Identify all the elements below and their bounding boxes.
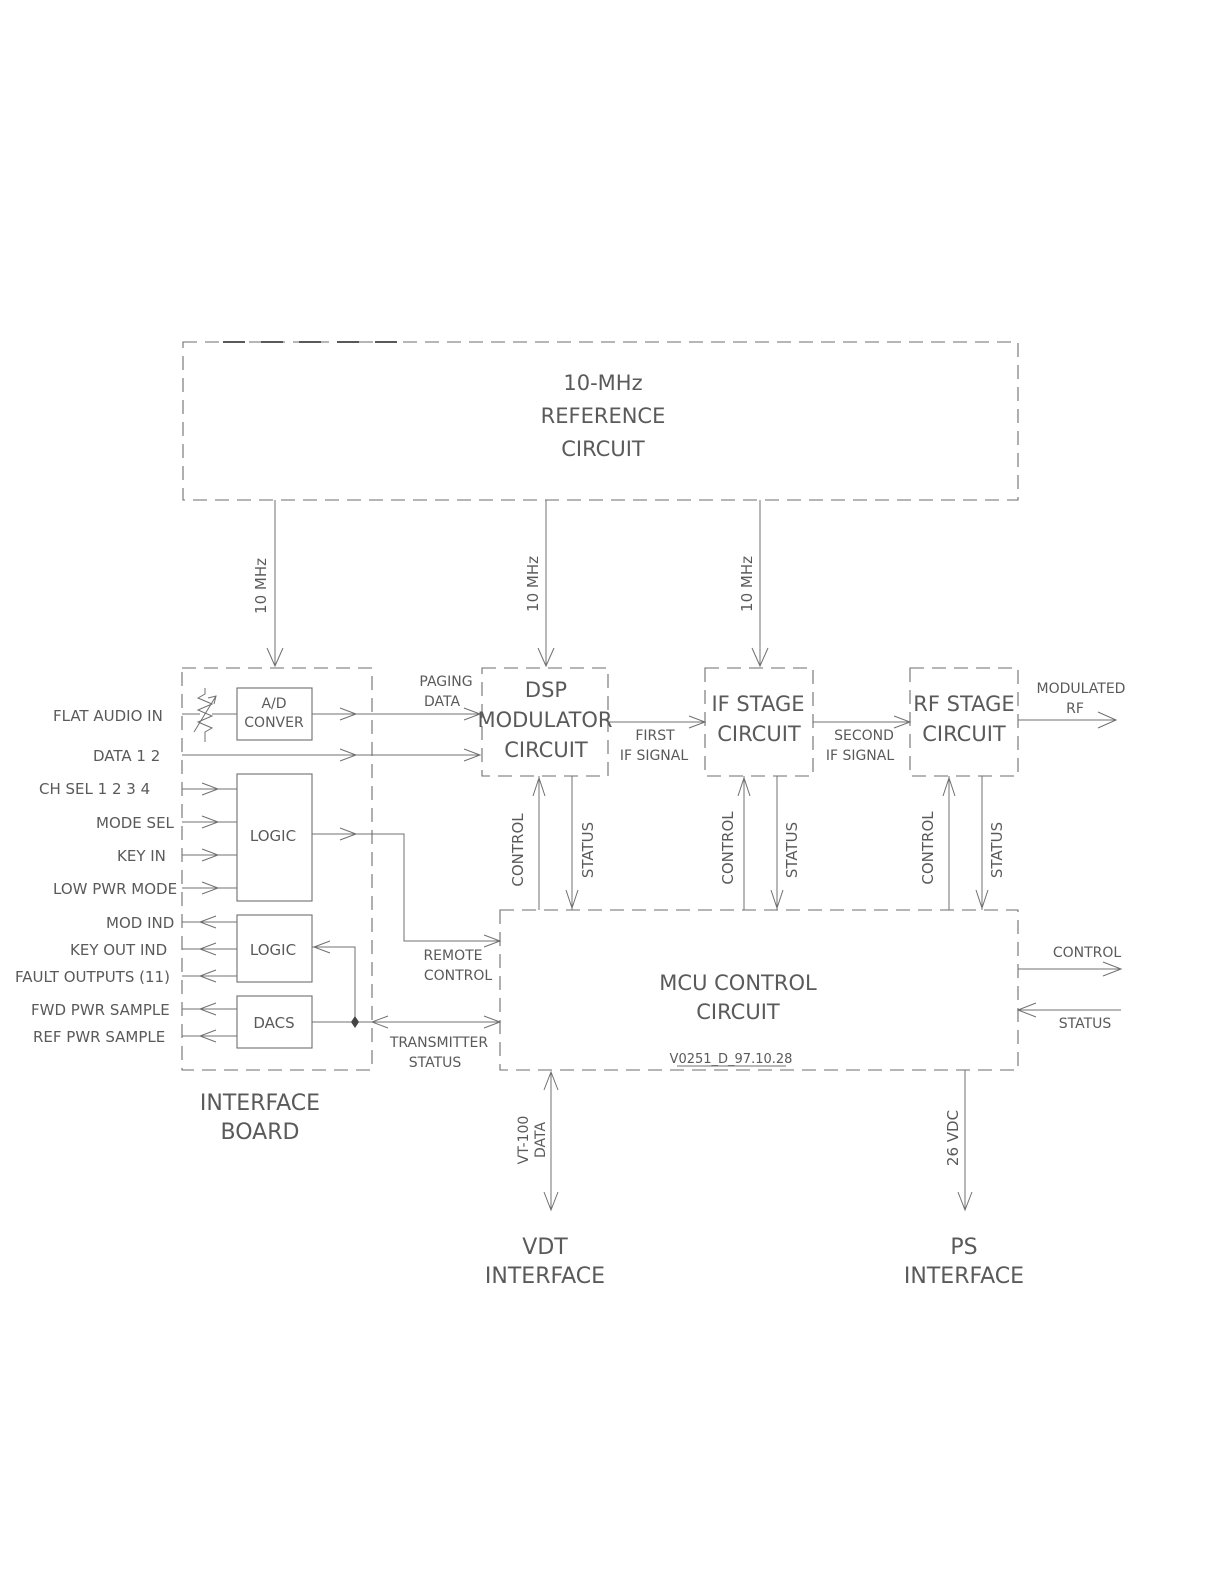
remote-control-label-1: REMOTE (423, 948, 482, 964)
transmitter-status-label-1: TRANSMITTER (389, 1035, 489, 1051)
logic-input-arrows (182, 782, 237, 895)
ref-signal-label-dsp: 10 MHz (524, 556, 542, 612)
mcu-external-control: CONTROL (1018, 945, 1123, 977)
vdc-path: 26 VDC (944, 1070, 973, 1212)
first-if-label-1: FIRST (635, 728, 675, 744)
remote-control-label-2: CONTROL (424, 968, 493, 984)
interface-outputs: MOD IND KEY OUT IND FAULT OUTPUTS (11) F… (15, 914, 174, 1046)
ad-converter-label-2: CONVER (244, 715, 304, 731)
modulated-rf-path: MODULATED RF (1018, 681, 1126, 729)
dsp-modulator-title-2: MODULATOR (477, 708, 612, 732)
first-if-path: FIRST IF SIGNAL (608, 715, 707, 764)
ref-feed-dsp: 10 MHz (524, 500, 555, 668)
if-stage-title-2: CIRCUIT (717, 722, 801, 746)
interface-board-block: INTERFACE BOARD A/D CONVER LOGIC LOGIC D… (181, 667, 373, 1145)
remote-control-path: REMOTE CONTROL (312, 827, 502, 984)
flat-audio-path (182, 688, 482, 742)
transmitter-status-label-2: STATUS (409, 1055, 462, 1071)
vdc-label: 26 VDC (944, 1110, 962, 1166)
ref-feed-if: 10 MHz (738, 500, 769, 668)
reference-circuit-title-2: REFERENCE (541, 404, 666, 428)
output-ref-pwr: REF PWR SAMPLE (33, 1028, 165, 1046)
second-if-label-1: SECOND (834, 728, 894, 744)
ps-interface-label-2: INTERFACE (904, 1264, 1024, 1289)
status-label-dsp: STATUS (579, 822, 597, 878)
logic-lower-label: LOGIC (250, 941, 296, 959)
paging-data-label-2: DATA (424, 694, 460, 710)
input-mode-sel: MODE SEL (96, 814, 175, 832)
output-mod-ind: MOD IND (106, 914, 174, 932)
ref-feed-interface: 10 MHz (252, 500, 284, 668)
if-stage-title-1: IF STAGE (711, 692, 804, 716)
transmitter-status-path: TRANSMITTER STATUS (312, 940, 502, 1071)
dsp-modulator-block: DSP MODULATOR CIRCUIT (477, 667, 613, 777)
mcu-status-label: STATUS (1059, 1016, 1112, 1032)
first-if-label-2: IF SIGNAL (620, 748, 689, 764)
control-label-rf: CONTROL (919, 811, 937, 885)
input-data: DATA 1 2 (93, 747, 160, 765)
ref-signal-label-if: 10 MHz (738, 556, 756, 612)
status-label-if: STATUS (783, 822, 801, 878)
logic-output-arrows (182, 915, 237, 1043)
interface-board-title-1: INTERFACE (200, 1091, 320, 1116)
vt100-path: VT-100 DATA (516, 1070, 559, 1212)
modulated-rf-label-1: MODULATED (1037, 681, 1126, 697)
drawing-id: V0251_D_97.10.28 (670, 1052, 793, 1067)
input-flat-audio: FLAT AUDIO IN (53, 707, 163, 725)
mcu-control-label: CONTROL (1053, 945, 1122, 961)
dsp-modulator-title-3: CIRCUIT (504, 738, 588, 762)
vdt-interface-label-1: VDT (522, 1235, 568, 1260)
dsp-control-status: CONTROL STATUS (509, 776, 597, 910)
ps-interface: PS INTERFACE (904, 1235, 1024, 1289)
data-path (182, 748, 482, 762)
interface-inputs: FLAT AUDIO IN DATA 1 2 CH SEL 1 2 3 4 MO… (39, 707, 177, 898)
paging-data-label: PAGING DATA (419, 674, 472, 710)
dsp-modulator-title-1: DSP (525, 678, 567, 702)
mcu-external-status: STATUS (1016, 1002, 1121, 1032)
input-key-in: KEY IN (117, 847, 166, 865)
rf-stage-title-2: CIRCUIT (922, 722, 1006, 746)
control-label-dsp: CONTROL (509, 813, 527, 887)
mcu-title-2: CIRCUIT (696, 1000, 780, 1024)
if-control-status: CONTROL STATUS (719, 776, 801, 910)
ps-interface-label-1: PS (950, 1235, 977, 1260)
modulated-rf-label-2: RF (1066, 701, 1084, 717)
dacs-label: DACS (253, 1014, 294, 1032)
control-label-if: CONTROL (719, 811, 737, 885)
logic-upper-label: LOGIC (250, 827, 296, 845)
rf-stage-title-1: RF STAGE (913, 692, 1014, 716)
if-stage-block: IF STAGE CIRCUIT (704, 667, 814, 777)
vt100-label-1: VT-100 (516, 1116, 532, 1165)
output-fwd-pwr: FWD PWR SAMPLE (31, 1001, 170, 1019)
reference-circuit-block: 10-MHz REFERENCE CIRCUIT (182, 341, 1019, 501)
vt100-label-2: DATA (533, 1122, 549, 1158)
rf-control-status: CONTROL STATUS (919, 776, 1006, 910)
paging-data-label-1: PAGING (419, 674, 472, 690)
reference-circuit-title-1: 10-MHz (563, 371, 642, 395)
input-low-pwr: LOW PWR MODE (53, 880, 177, 898)
rf-stage-block: RF STAGE CIRCUIT (909, 667, 1019, 777)
status-label-rf: STATUS (988, 822, 1006, 878)
interface-board-title-2: BOARD (221, 1120, 300, 1145)
ref-signal-label-interface: 10 MHz (252, 558, 270, 614)
second-if-path: SECOND IF SIGNAL (813, 715, 912, 764)
mcu-control-block: MCU CONTROL CIRCUIT V0251_D_97.10.28 (499, 909, 1019, 1071)
output-key-out: KEY OUT IND (70, 941, 167, 959)
mcu-title-1: MCU CONTROL (659, 971, 817, 995)
input-ch-sel: CH SEL 1 2 3 4 (39, 780, 150, 798)
vdt-interface-label-2: INTERFACE (485, 1264, 605, 1289)
second-if-label-2: IF SIGNAL (826, 748, 895, 764)
ad-converter-label-1: A/D (261, 696, 286, 712)
logic-upper-box (236, 773, 313, 902)
reference-circuit-title-3: CIRCUIT (561, 437, 645, 461)
vdt-interface: VDT INTERFACE (485, 1235, 605, 1289)
output-fault: FAULT OUTPUTS (11) (15, 968, 170, 986)
